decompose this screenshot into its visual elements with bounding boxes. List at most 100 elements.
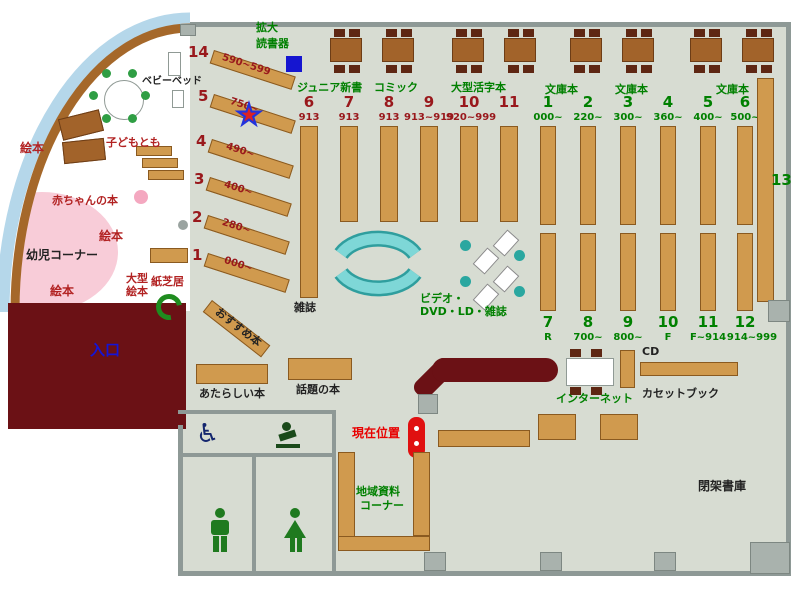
kids-chair xyxy=(102,114,111,123)
shelf-range: 913 xyxy=(298,112,320,123)
reading-table xyxy=(622,29,654,73)
reading-table xyxy=(452,29,484,73)
reading-table xyxy=(690,29,722,73)
chair xyxy=(349,65,360,73)
new-books-shelf xyxy=(196,364,268,384)
chair xyxy=(761,29,772,37)
shelf-number: 12 xyxy=(734,313,756,331)
chair xyxy=(508,65,519,73)
woman-leg xyxy=(297,538,302,552)
chair xyxy=(641,65,652,73)
shelf-range: 800~ xyxy=(613,332,643,343)
pillar xyxy=(540,552,562,571)
chair xyxy=(574,29,585,37)
shelf-number: 1 xyxy=(192,246,203,264)
category-large-print: 大型活字本 xyxy=(451,81,506,94)
picture-books-label: 絵本 xyxy=(20,141,45,155)
shelf-range: 913 xyxy=(338,112,360,123)
curved-wall xyxy=(10,23,191,312)
shelf-range: F xyxy=(664,332,672,343)
chair xyxy=(471,29,482,37)
kids-chair xyxy=(102,69,111,78)
chair xyxy=(523,29,534,37)
entrance-label: 入口 xyxy=(90,341,121,359)
chair xyxy=(589,29,600,37)
category-comic: コミック xyxy=(374,81,418,94)
shelf-number: 8 xyxy=(582,313,594,331)
baby-bed xyxy=(168,52,181,76)
kids-chair xyxy=(141,91,150,100)
topic-books-label: 話題の本 xyxy=(296,383,340,396)
local-materials-shelf xyxy=(413,452,430,536)
chair xyxy=(401,65,412,73)
shelf-number: 7 xyxy=(542,313,554,331)
shelf-number: 2 xyxy=(582,93,594,111)
marker-dot xyxy=(414,426,419,431)
chair xyxy=(626,29,637,37)
chair xyxy=(641,29,652,37)
shelf-range: 913~919 xyxy=(404,112,455,123)
shelf-number: 4 xyxy=(662,93,674,111)
station-stool xyxy=(460,240,471,251)
chair xyxy=(508,29,519,37)
shelf-range: 914~999 xyxy=(726,332,778,343)
zoom-reader-device xyxy=(286,56,302,72)
toddler-corner-label: 幼児コーナー xyxy=(26,248,99,262)
baby-books-label: 赤ちゃんの本 xyxy=(52,194,118,207)
shelf-number: 9 xyxy=(622,313,634,331)
closed-stacks-label: 閉架書庫 xyxy=(698,479,747,493)
bookshelf-column xyxy=(700,126,716,225)
chair xyxy=(456,65,467,73)
shelf-number: 7 xyxy=(343,93,355,111)
shelf-number: 3 xyxy=(194,170,205,188)
bookshelf-column xyxy=(737,126,753,225)
station-stool xyxy=(514,250,525,261)
internet-label: インターネット xyxy=(556,392,633,405)
shelf-number: 11 xyxy=(498,93,520,111)
small-shelf xyxy=(600,414,638,440)
chair xyxy=(746,29,757,37)
large-picture-book-shelf xyxy=(150,248,188,263)
chair xyxy=(386,29,397,37)
zoom-reader-label-line1: 拡大 xyxy=(256,21,278,34)
category-bunko: 文庫本 xyxy=(716,83,749,96)
woman-leg xyxy=(290,538,295,552)
chair xyxy=(570,387,581,395)
chair xyxy=(349,29,360,37)
toddler-corner-zone xyxy=(15,192,118,311)
shelf-range: R xyxy=(544,332,552,343)
kids-round-table xyxy=(104,80,144,120)
shelf-range: 913 xyxy=(378,112,400,123)
service-counter xyxy=(432,358,558,382)
wheelchair-icon: ♿ xyxy=(196,419,220,449)
wall-segment xyxy=(178,453,336,457)
picture-books-label: 絵本 xyxy=(99,229,124,243)
kids-table xyxy=(61,137,107,165)
shelf-number: 5 xyxy=(702,93,714,111)
bookshelf-column xyxy=(580,233,596,311)
shelf-number: 9 xyxy=(423,93,435,111)
wall-segment xyxy=(178,410,336,414)
kamishibai-label: 紙芝居 xyxy=(151,275,184,288)
bookshelf-column xyxy=(420,126,438,222)
sky-band xyxy=(0,12,191,313)
shelf-number: 4 xyxy=(196,132,207,150)
bookshelf-column xyxy=(340,126,358,222)
chair xyxy=(694,65,705,73)
bookshelf-column-13 xyxy=(757,78,774,302)
large-picture-books-label-line1: 大型 xyxy=(126,272,148,285)
entrance-wall-block xyxy=(8,303,186,429)
bookshelf-column xyxy=(460,126,478,222)
chair xyxy=(694,29,705,37)
long-shelf xyxy=(438,430,530,447)
step-shelf xyxy=(136,146,172,156)
station-stool xyxy=(460,276,471,287)
cassette-label: カセットブック xyxy=(642,387,719,400)
shelf-number: 2 xyxy=(192,208,203,226)
small-shelf xyxy=(538,414,576,440)
bookshelf-column xyxy=(737,233,753,311)
man-leg xyxy=(221,536,227,552)
shelf-range: 220~ xyxy=(573,112,603,123)
reading-table xyxy=(570,29,602,73)
bookshelf-column xyxy=(540,233,556,311)
